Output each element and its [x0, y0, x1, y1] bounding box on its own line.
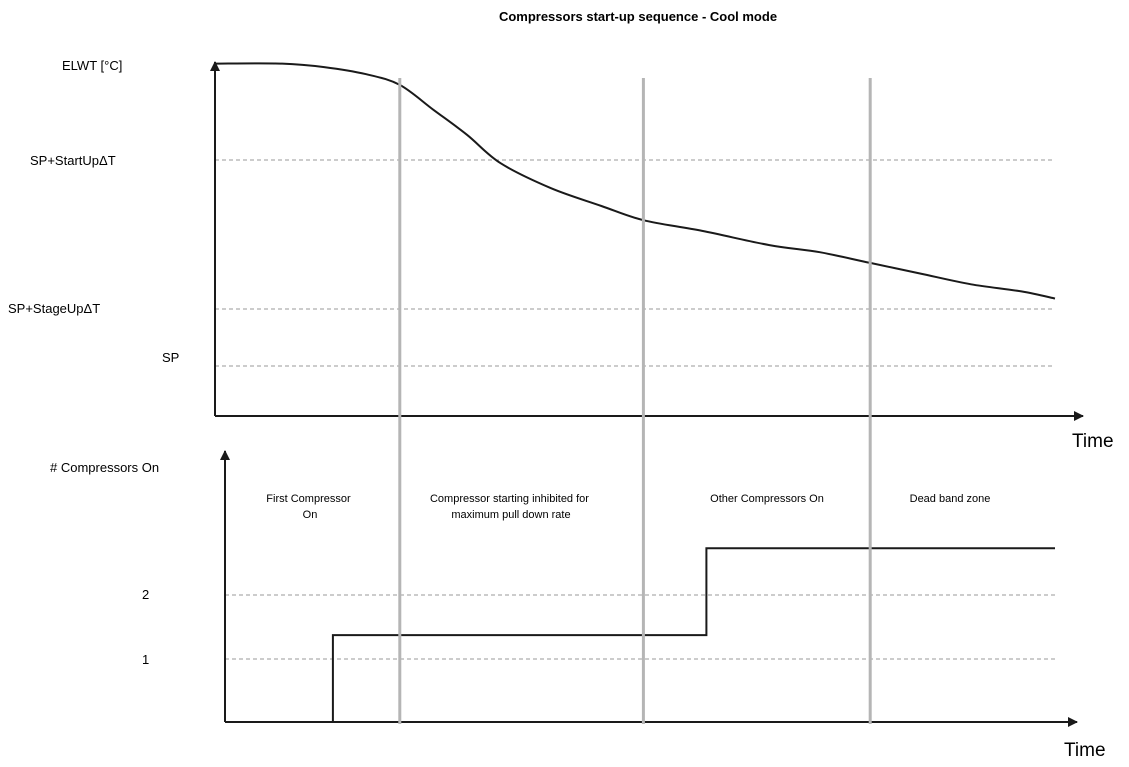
- zone-4-line-1: Dead band zone: [910, 493, 991, 505]
- elwt-axis-title: ELWT [°C]: [62, 58, 122, 73]
- zone-2-line-1: Compressor starting inhibited for: [430, 493, 589, 505]
- zone-2-line-2: maximum pull down rate: [451, 509, 570, 521]
- diagram-title: Compressors start-up sequence - Cool mod…: [499, 9, 777, 24]
- compressors-axis-title: # Compressors On: [50, 460, 159, 475]
- sp-level-label: SP: [162, 350, 179, 365]
- zone-label-inhibited: Compressor starting inhibited for maximu…: [430, 493, 592, 521]
- zone-3-line-1: Other Compressors On: [710, 493, 824, 505]
- top-time-label: Time: [1072, 431, 1114, 452]
- stageup-level-label: SP+StageUpΔT: [8, 301, 100, 316]
- zone-1-line-1: First Compressor: [266, 493, 351, 505]
- zone-label-dead-band: Dead band zone: [910, 493, 991, 505]
- phase-dividers: [398, 78, 872, 724]
- bottom-panel: # Compressors On 2 1 Time First Compress…: [50, 450, 1106, 761]
- top-panel: ELWT [°C] SP+StartUpΔT SP+StageUpΔT SP T…: [8, 58, 1114, 452]
- top-threshold-lines: [215, 159, 1055, 367]
- bottom-level-lines: [225, 594, 1055, 660]
- zone-label-other-compressors: Other Compressors On: [710, 493, 824, 505]
- zone-label-first-compressor: First Compressor On: [266, 493, 353, 521]
- bottom-time-label: Time: [1064, 740, 1106, 761]
- zone-1-line-2: On: [303, 509, 318, 521]
- level-label-2: 2: [142, 587, 149, 602]
- compressor-step-line: [225, 547, 1055, 723]
- elwt-curve: [214, 62, 1056, 300]
- startup-level-label: SP+StartUpΔT: [30, 153, 116, 168]
- level-label-1: 1: [142, 652, 149, 667]
